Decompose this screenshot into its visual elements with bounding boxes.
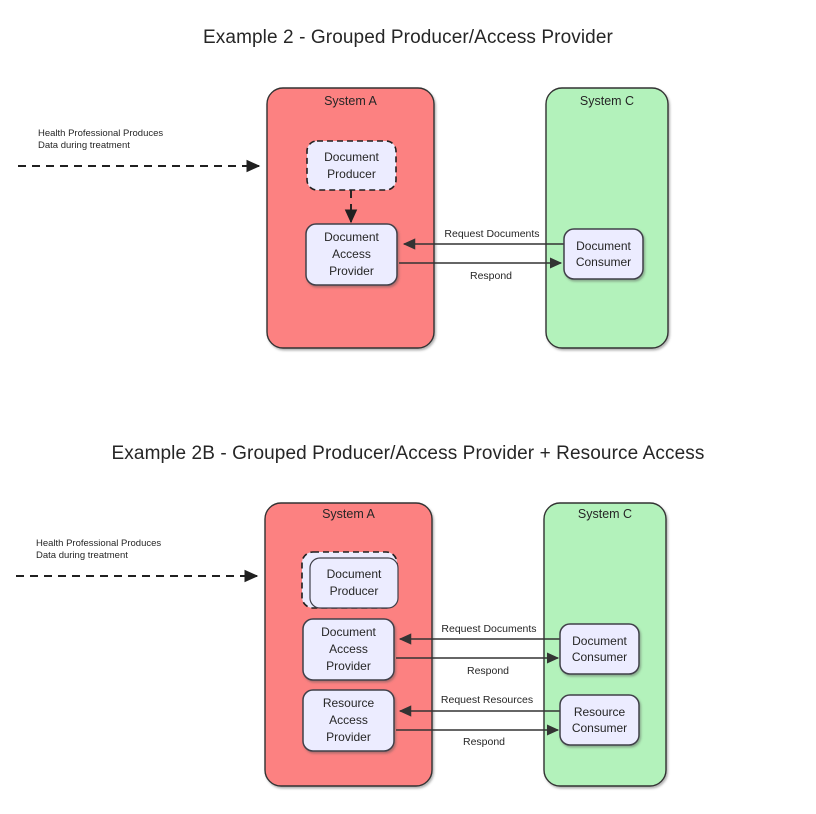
node-document-producer-d2[interactable]: Document Producer (301, 551, 399, 609)
system-c-label: System C (580, 94, 634, 108)
note-line-1: Health Professional Produces (36, 538, 161, 549)
document-producer-inner-box[interactable] (309, 557, 399, 609)
document-access-provider-line-3: Provider (326, 659, 371, 673)
edge-respond-resources-d2: Respond (396, 724, 560, 748)
document-consumer-line-1: Document (576, 239, 631, 253)
respond-documents-label: Respond (470, 270, 512, 282)
request-documents-label: Request Documents (444, 228, 539, 240)
resource-access-provider-box[interactable] (302, 689, 395, 752)
request-documents-label: Request Documents (441, 623, 536, 635)
request-resources-label: Request Resources (441, 694, 533, 706)
document-consumer-box[interactable] (563, 228, 644, 280)
document-producer-line-1: Document (324, 150, 379, 164)
node-document-producer-d1[interactable]: Document Producer (306, 140, 397, 191)
edge-request-resources-d2: Request Resources (398, 694, 561, 717)
node-document-access-provider-d2[interactable]: Document Access Provider (302, 618, 395, 681)
system-a-label: System A (324, 94, 377, 108)
edge-respond-documents-d2: Respond (396, 652, 560, 677)
resource-access-provider-line-3: Provider (326, 730, 371, 744)
document-producer-line-2: Producer (330, 584, 379, 598)
system-c-label: System C (578, 507, 632, 521)
diagram-2-title: Example 2B - Grouped Producer/Access Pro… (111, 443, 705, 464)
node-resource-access-provider-d2[interactable]: Resource Access Provider (302, 689, 395, 752)
document-producer-box[interactable] (306, 140, 397, 191)
node-resource-consumer-d2[interactable]: Resource Consumer (559, 694, 640, 746)
node-document-consumer-d1[interactable]: Document Consumer (563, 228, 644, 280)
note-line-2: Data during treatment (38, 140, 130, 151)
document-access-provider-box[interactable] (302, 618, 395, 681)
document-access-provider-line-1: Document (324, 230, 379, 244)
document-consumer-line-1: Document (572, 634, 627, 648)
resource-consumer-line-1: Resource (574, 705, 626, 719)
document-access-provider-line-1: Document (321, 625, 376, 639)
document-access-provider-line-3: Provider (329, 264, 374, 278)
resource-access-provider-line-2: Access (329, 713, 368, 727)
document-access-provider-box[interactable] (305, 223, 398, 286)
node-document-access-provider-d1[interactable]: Document Access Provider (305, 223, 398, 286)
note-line-2: Data during treatment (36, 550, 128, 561)
note-health-professional-d1: Health Professional Produces Data during… (18, 128, 261, 173)
node-document-consumer-d2[interactable]: Document Consumer (559, 623, 640, 675)
diagram-example-2b: System A System C Request Documents Resp… (16, 502, 667, 787)
respond-documents-label: Respond (467, 665, 509, 677)
container-system-c-d1[interactable]: System C (545, 87, 669, 349)
system-c-box[interactable] (545, 87, 669, 349)
edge-request-documents-d2: Request Documents (398, 623, 561, 645)
note-health-professional-d2: Health Professional Produces Data during… (16, 538, 259, 583)
respond-resources-label: Respond (463, 736, 505, 748)
edge-request-documents-d1: Request Documents (402, 228, 565, 250)
diagram-1-title: Example 2 - Grouped Producer/Access Prov… (203, 27, 613, 48)
resource-consumer-line-2: Consumer (572, 721, 627, 735)
document-consumer-line-2: Consumer (572, 650, 627, 664)
document-access-provider-line-2: Access (332, 247, 371, 261)
edge-respond-documents-d1: Respond (399, 257, 563, 282)
document-consumer-line-2: Consumer (576, 255, 631, 269)
diagram-example-2: System A System C Request Documents Resp… (18, 87, 669, 349)
document-access-provider-line-2: Access (329, 642, 368, 656)
document-producer-line-1: Document (327, 567, 382, 581)
document-consumer-box[interactable] (559, 623, 640, 675)
system-a-label: System A (322, 507, 375, 521)
resource-consumer-box[interactable] (559, 694, 640, 746)
document-producer-line-2: Producer (327, 167, 376, 181)
note-line-1: Health Professional Produces (38, 128, 163, 139)
resource-access-provider-line-1: Resource (323, 696, 375, 710)
